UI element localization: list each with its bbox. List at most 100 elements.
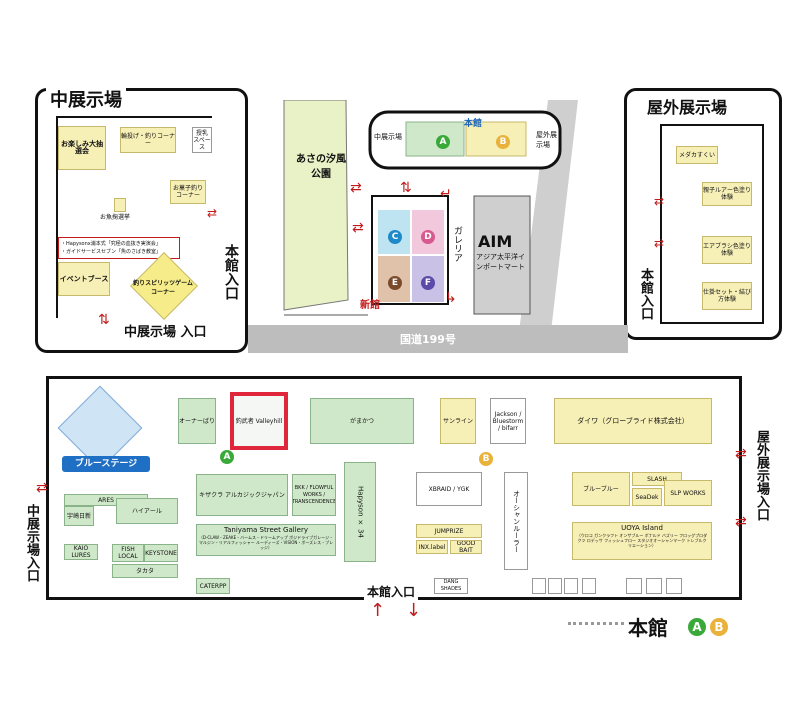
casting-booth: 輪投げ・釣りコーナー [120, 127, 176, 153]
booth-valleyhill: 釣武者 Valleyhill [230, 392, 288, 450]
booth-oceanruler: オーシャンルーラー [504, 472, 528, 570]
outdoor-area [660, 124, 764, 324]
overview-outdoor-hall: 屋外展示場 [536, 131, 557, 149]
booth-ownerbari: オーナーばり [178, 398, 216, 444]
booth-blueblue: ブルーブルー [572, 472, 630, 506]
booth-small-1 [532, 578, 546, 594]
outdoor-title: 屋外展示場 [644, 94, 731, 118]
floor-zone-a: A [220, 450, 234, 464]
outdoor-arrow-1: ⇄ [654, 194, 665, 208]
taniyama-title: Taniyama Street Gallery [224, 526, 308, 534]
booth-inxlabel: INX.label [416, 540, 448, 554]
goldfish-label: お魚掬選挙 [100, 214, 131, 221]
mid-panel-entrance-main: 本館入口 [223, 244, 239, 300]
spirits-label: 釣りスピリッツゲームコーナー [133, 280, 193, 296]
overview-map [248, 100, 628, 353]
right-entrance-label: 屋外展示場入口 [754, 430, 769, 521]
booth-xbraid: XBRAID / YGK [416, 472, 482, 506]
booth-small-2 [548, 578, 562, 594]
park-label: あさの汐風公園 [296, 154, 346, 180]
booth-dang: DANG SHADES [434, 578, 468, 594]
legend-zone-a: A [688, 618, 706, 636]
overview-arrow-5: ↳ [445, 290, 457, 306]
mid-panel-entrance-bottom: 中展示場 入口 [124, 325, 207, 340]
booth-uoya: UOYA Island （ウロコ ガンクラフト オンザブルー ボナルド バズリー… [572, 522, 712, 560]
booth-small-5 [626, 578, 642, 594]
overview-zone-f: F [421, 276, 435, 290]
mid-hall-title: 中展示場 [46, 86, 126, 112]
booth-takata: タカタ [112, 564, 178, 578]
overview-arrow-3: ↵ [440, 186, 452, 202]
legend-label: 本館 [628, 616, 668, 640]
outdoor-item-3: エアブラシ色塗り体験 [702, 236, 752, 264]
floor-zone-b: B [479, 452, 493, 466]
booth-seadek: SeaDek [632, 488, 662, 506]
outdoor-item-1: メダカすくい [676, 146, 718, 164]
outdoor-item-4: 仕掛セット・結び方体験 [702, 282, 752, 310]
outdoor-item-2: 親子ルアー色塗り体験 [702, 182, 752, 206]
aim-sub-label: アジア太平洋インポートマート [476, 253, 525, 271]
taniyama-sub: （D-CLAW・ZEAKE・バームス・ドリームアップ ポジドライブガレージ・マル… [198, 535, 334, 550]
booth-fishlocal: FISH LOCAL [112, 544, 144, 562]
outdoor-entrance: 本館入口 [638, 268, 653, 320]
overview-mid-hall: 中展示場 [374, 133, 402, 141]
uoya-sub: （ウロコ ガンクラフト オンザブルー ボナルド バズリー フロッグプロダクツ ロ… [576, 533, 708, 548]
goldfish-booth [114, 198, 126, 212]
overview-main-hall: 本館 [464, 119, 483, 129]
booth-bkk: BKK / FLOWFUL WORKS / TRANSCENDENCE [292, 474, 336, 516]
right-entrance-arrow-2: ⇄ [735, 514, 747, 530]
overview-zone-a: A [436, 135, 450, 149]
right-entrance-arrow-1: ⇄ [735, 446, 747, 462]
booth-small-6 [646, 578, 662, 594]
bottom-entrance-down-arrow: ↓ [406, 600, 422, 621]
overview-zone-b: B [496, 135, 510, 149]
booth-sunline: サンライン [440, 398, 476, 444]
new-hall-label: 新館 [360, 300, 380, 311]
note-line-2: ・ガイドサービスセブン「魚のさばき教室」 [61, 249, 162, 255]
aim-label: AIM [478, 232, 513, 251]
outdoor-panel [624, 88, 782, 340]
nursing-booth: 授乳スペース [192, 127, 212, 153]
booth-umnichi: 宇崎日新 [64, 506, 94, 526]
overview-arrow-4: ⇄ [352, 220, 364, 236]
booth-daiwa: ダイワ（グローブライド株式会社） [554, 398, 712, 444]
left-entrance-arrow: ⇄ [36, 480, 48, 496]
overview-zone-e: E [388, 276, 402, 290]
candy-booth: お菓子釣りコーナー [170, 180, 206, 204]
booth-jackson: Jackson / Bluestorm / bifarr [490, 398, 526, 444]
booth-caterpp: CATERPP [196, 578, 230, 594]
left-entrance-label: 中展示場入口 [24, 504, 39, 582]
booth-hiyarl: ハイアール [116, 498, 178, 524]
uoya-title: UOYA Island [621, 524, 663, 532]
legend-path [568, 622, 624, 625]
galleria-label: ガレリア [452, 226, 462, 262]
booth-kizakura: キザクラ アルカジックジャパン [196, 474, 288, 516]
booth-taniyama: Taniyama Street Gallery （D-CLAW・ZEAKE・バー… [196, 524, 336, 556]
legend-zone-b: B [710, 618, 728, 636]
road-label: 国道199号 [400, 333, 456, 346]
booth-small-3 [564, 578, 578, 594]
event-booth: イベントブース [58, 262, 110, 296]
booth-jumprize: JUMPRIZE [416, 524, 482, 538]
note-line-1: ・Hapysonx浦本式「究極の血抜き実演会」 [61, 241, 161, 247]
note-box: ・Hapysonx浦本式「究極の血抜き実演会」 ・ガイドサービスセブン「魚のさば… [58, 237, 180, 259]
mid-hall-room [56, 116, 212, 318]
overview-arrow-2: ⇅ [400, 180, 412, 196]
booth-goodbait: GOOD BAIT [450, 540, 482, 554]
outdoor-arrow-2: ⇄ [654, 236, 665, 250]
booth-hapyson: Hapyson × 34 [344, 462, 376, 562]
blue-stage-label: ブルーステージ [62, 456, 150, 472]
mid-panel-arrow-bottom: ⇅ [98, 312, 110, 328]
booth-slpworks: SLP WORKS [664, 480, 712, 506]
booth-small-4 [582, 578, 596, 594]
mid-panel-arrow-right: ⇄ [207, 206, 218, 220]
bottom-entrance-label: 本館入口 [364, 583, 419, 600]
overview-arrow-1: ⇄ [350, 180, 362, 196]
bottom-entrance-up-arrow: ↑ [370, 600, 386, 621]
booth-kaiolures: KAIO LURES [64, 544, 98, 560]
booth-keystone: KEYSTONE [144, 544, 178, 562]
overview-zone-d: D [421, 230, 435, 244]
booth-gamakatsu: がまかつ [310, 398, 414, 444]
lottery-booth: お楽しみ大抽選会 [58, 126, 106, 170]
booth-small-7 [666, 578, 682, 594]
